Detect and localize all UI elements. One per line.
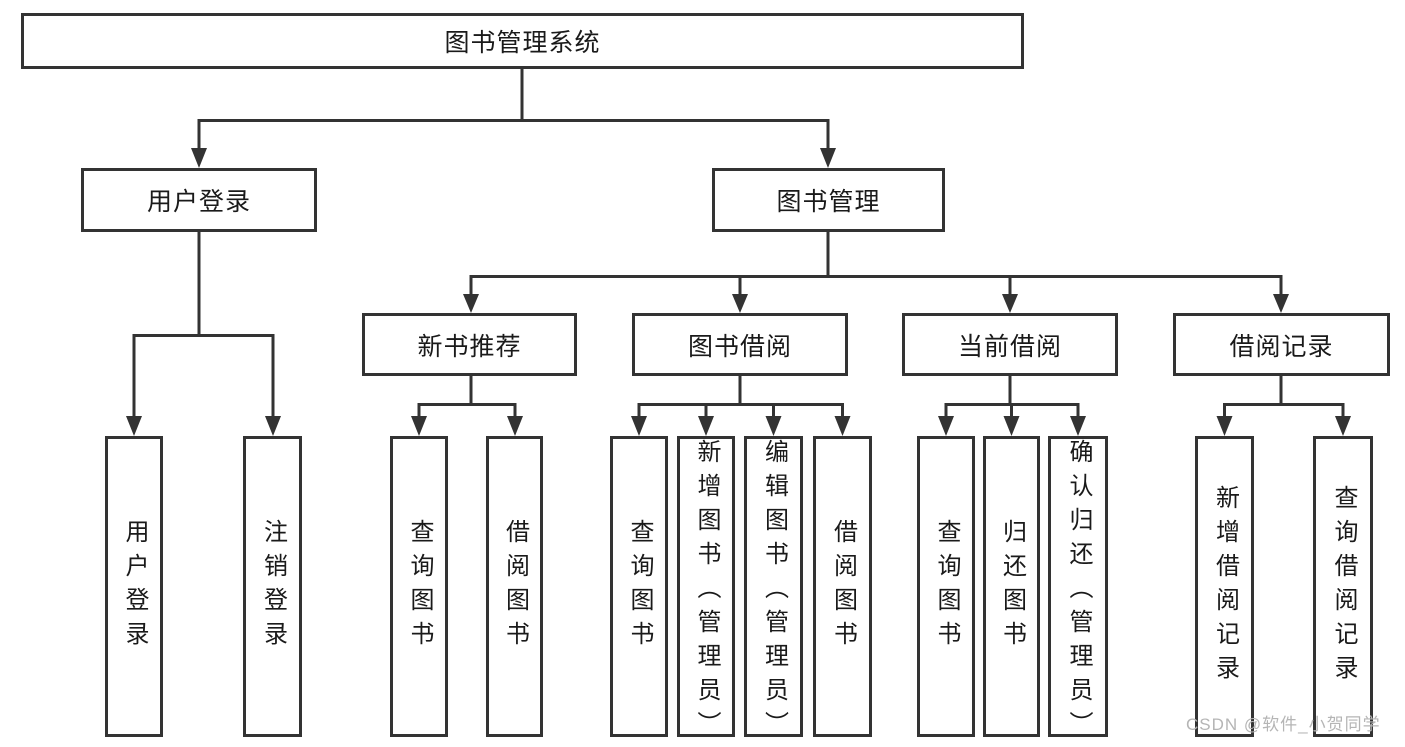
node-borrow-records: 借阅记录: [1173, 313, 1390, 376]
node-book-borrow: 图书借阅: [632, 313, 848, 376]
connector-current-borrow-children: [938, 376, 1086, 436]
node-root: 图书管理系统: [21, 13, 1024, 69]
connector-book-management-children: [463, 232, 1289, 313]
leaf-query-borrow-record: 查询借阅记录: [1313, 436, 1373, 737]
leaf-logout: 注销登录: [243, 436, 302, 737]
leaf-query-books-3: 查询图书: [917, 436, 975, 737]
watermark: CSDN @软件_小贺同学: [1186, 715, 1381, 734]
node-new-book-recommend: 新书推荐: [362, 313, 577, 376]
leaf-add-book-admin: 新增图书（管理员）: [677, 436, 735, 745]
node-user-login: 用户登录: [81, 168, 317, 232]
leaf-query-books-2: 查询图书: [610, 436, 668, 737]
leaf-add-borrow-record: 新增借阅记录: [1195, 436, 1254, 737]
leaf-user-login: 用户登录: [105, 436, 163, 737]
connector-root-to-level2: [191, 69, 836, 168]
leaf-confirm-return-admin: 确认归还（管理员）: [1048, 436, 1108, 745]
connector-borrow-records-children: [1216, 376, 1351, 436]
leaf-borrow-books-2: 借阅图书: [813, 436, 872, 737]
leaf-return-book: 归还图书: [983, 436, 1040, 737]
node-current-borrow: 当前借阅: [902, 313, 1118, 376]
connector-book-borrow-children: [631, 376, 851, 436]
connector-new-book-recommend-children: [411, 376, 523, 436]
node-book-management: 图书管理: [712, 168, 945, 232]
connector-user-login-children: [126, 232, 281, 436]
leaf-query-books-1: 查询图书: [390, 436, 448, 737]
leaf-borrow-books-1: 借阅图书: [486, 436, 543, 737]
leaf-edit-book-admin: 编辑图书（管理员）: [744, 436, 803, 745]
